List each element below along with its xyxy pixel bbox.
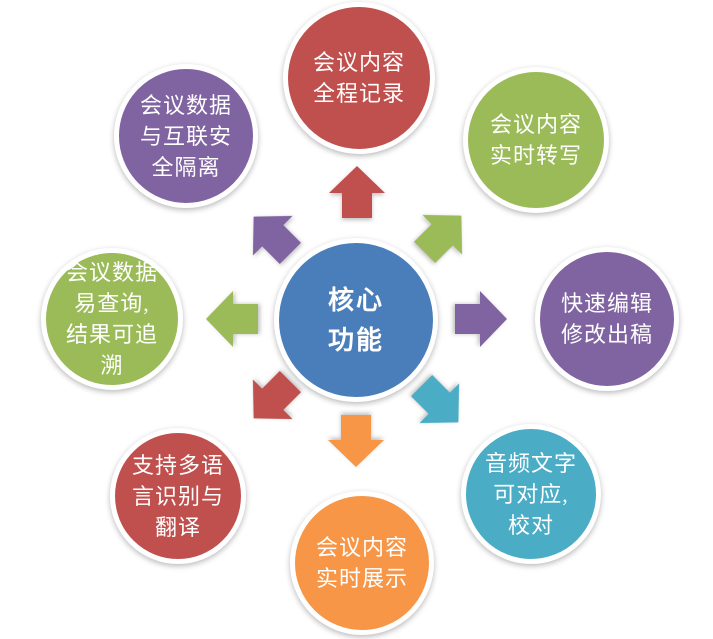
node-bottom-right: 音频文字 可对应, 校对 (461, 424, 601, 564)
center-node: 核心 功能 (274, 238, 438, 402)
node-top-left: 会议数据 与互联安 全隔离 (114, 64, 258, 208)
east-arrow-icon (455, 291, 507, 347)
node-top: 会议内容 全程记录 (283, 2, 435, 154)
node-bottom: 会议内容 实时展示 (290, 491, 434, 635)
south-west-arrow-icon (252, 371, 301, 420)
north-arrow-icon (329, 166, 385, 218)
node-left: 会议数据 易查询, 结果可追 溯 (41, 248, 183, 390)
north-east-arrow-icon (414, 214, 463, 263)
node-bottom-left: 支持多语 言识别与 翻译 (110, 428, 246, 564)
north-west-arrow-icon (252, 215, 301, 264)
south-east-arrow-icon (411, 375, 460, 424)
node-right: 快速编辑 修改出稿 (535, 247, 679, 391)
west-arrow-icon (206, 291, 258, 347)
node-top-right: 会议内容 实时转写 (463, 67, 609, 213)
south-arrow-icon (328, 415, 384, 467)
